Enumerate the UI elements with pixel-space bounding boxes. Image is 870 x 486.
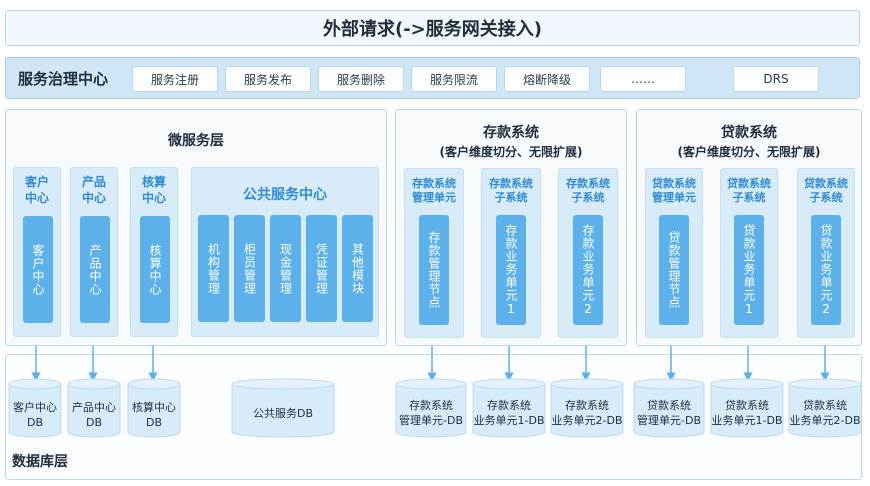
- gov-item-ratelimit: 服务限流: [411, 66, 497, 92]
- loan-sub1-label: 贷款业务单元1: [742, 223, 756, 317]
- module-cash-label: 现金管理: [278, 242, 293, 295]
- db-deposit-sub1: 存款系统业务单元1-DB: [472, 378, 546, 438]
- db-deposit-sub2-line2: 业务单元2-DB: [551, 414, 623, 427]
- db-deposit-sub2-line1: 存款系统: [565, 399, 609, 412]
- db-customer-center: 客户中心 DB: [8, 378, 62, 438]
- deposit-sub2-bar: 存款业务单元2: [573, 215, 603, 325]
- product-center-bar: 产品中心: [80, 216, 110, 323]
- loan-sub1-column: 贷款系统 子系统 贷款业务单元1: [720, 168, 778, 338]
- microservice-title: 微服务层: [168, 133, 224, 149]
- module-other-label: 其他模块: [350, 242, 365, 295]
- db-accounting-line1: 核算中心: [132, 401, 176, 414]
- db-public-service: 公共服务DB: [231, 378, 335, 438]
- product-center-title: 产品 中心: [81, 175, 106, 205]
- customer-center-column: 客户 中心 客户中心: [13, 167, 61, 337]
- db-loan-mgmt: 贷款系统管理单元-DB: [633, 378, 705, 438]
- db-customer-line2: DB: [26, 416, 44, 429]
- gov-item-publish: 服务发布: [225, 66, 311, 92]
- db-product-line2: DB: [85, 416, 103, 429]
- db-loan-sub1: 贷款系统业务单元1-DB: [710, 378, 784, 438]
- gov-item-drs: DRS: [733, 66, 819, 92]
- db-deposit-sub1-line2: 业务单元1-DB: [473, 414, 545, 427]
- db-accounting-line2: DB: [145, 416, 163, 429]
- deposit-system-panel: 存款系统 (客户维度切分、无限扩展) 存款系统 管理单元 存款管理节点 存款系统…: [395, 109, 627, 346]
- gov-item-register: 服务注册: [132, 66, 218, 92]
- module-teller-label: 柜员管理: [242, 242, 257, 295]
- db-loan-sub2: 贷款系统业务单元2-DB: [788, 378, 862, 438]
- db-product-line1: 产品中心: [72, 401, 116, 414]
- loan-mgmt-column: 贷款系统 管理单元 贷款管理节点: [645, 168, 703, 338]
- module-org-management: 机构管理: [198, 215, 229, 322]
- db-loan-sub2-line1: 贷款系统: [803, 399, 847, 412]
- public-service-center: 公共服务中心 机构管理 柜员管理 现金管理 凭证管理 其他模块: [191, 167, 379, 337]
- product-center-label: 产品中心: [88, 243, 102, 296]
- module-voucher-label: 凭证管理: [314, 242, 329, 295]
- db-accounting-center: 核算中心 DB: [127, 378, 181, 438]
- deposit-sub1-column: 存款系统 子系统 存款业务单元1: [481, 168, 541, 338]
- db-loan-mgmt-line2: 管理单元-DB: [637, 414, 701, 427]
- deposit-title: 存款系统: [483, 125, 539, 141]
- accounting-center-column: 核算 中心 核算中心: [130, 167, 178, 337]
- product-center-column: 产品 中心 产品中心: [70, 167, 118, 337]
- loan-mgmt-label: 贷款管理节点: [667, 231, 681, 309]
- db-deposit-mgmt-line2: 管理单元-DB: [399, 414, 463, 427]
- module-other: 其他模块: [342, 215, 373, 322]
- deposit-mgmt-title: 存款系统 管理单元: [412, 177, 456, 204]
- db-customer-line1: 客户中心: [13, 401, 57, 414]
- customer-center-bar: 客户中心: [23, 216, 53, 323]
- database-layer-title: 数据库层: [12, 454, 68, 470]
- deposit-mgmt-column: 存款系统 管理单元 存款管理节点: [404, 168, 464, 338]
- gov-item-circuit-breaker: 熔断降级: [504, 66, 590, 92]
- loan-system-panel: 贷款系统 (客户维度切分、无限扩展) 贷款系统 管理单元 贷款管理节点 贷款系统…: [636, 109, 862, 346]
- request-banner: 外部请求(->服务网关接入): [5, 10, 860, 46]
- loan-subtitle: (客户维度切分、无限扩展): [677, 145, 821, 159]
- db-loan-sub2-line2: 业务单元2-DB: [789, 414, 861, 427]
- loan-sub2-bar: 贷款业务单元2: [811, 215, 841, 325]
- db-deposit-sub2: 存款系统业务单元2-DB: [550, 378, 624, 438]
- db-loan-mgmt-line1: 贷款系统: [647, 399, 691, 412]
- db-loan-sub1-line2: 业务单元1-DB: [711, 414, 783, 427]
- loan-sub2-column: 贷款系统 子系统 贷款业务单元2: [797, 168, 855, 338]
- db-loan-sub1-line1: 贷款系统: [725, 399, 769, 412]
- accounting-center-title: 核算 中心: [141, 175, 166, 205]
- public-service-title: 公共服务中心: [243, 187, 327, 203]
- accounting-center-bar: 核算中心: [140, 216, 170, 323]
- accounting-center-label: 核算中心: [148, 243, 162, 296]
- loan-sub1-title: 贷款系统 子系统: [727, 177, 771, 204]
- db-deposit-sub1-line1: 存款系统: [487, 399, 531, 412]
- deposit-sub2-label: 存款业务单元2: [581, 223, 595, 317]
- loan-mgmt-title: 贷款系统 管理单元: [652, 177, 696, 204]
- db-public-line1: 公共服务DB: [252, 407, 314, 420]
- db-product-center: 产品中心 DB: [67, 378, 121, 438]
- customer-center-label: 客户中心: [31, 243, 45, 296]
- db-deposit-mgmt: 存款系统管理单元-DB: [395, 378, 467, 438]
- loan-sub2-label: 贷款业务单元2: [819, 223, 833, 317]
- module-teller-management: 柜员管理: [234, 215, 265, 322]
- module-cash-management: 现金管理: [270, 215, 301, 322]
- microservice-panel: 微服务层 客户 中心 客户中心 产品 中心 产品中心 核算 中心 核算中心 公共…: [5, 109, 387, 346]
- deposit-subtitle: (客户维度切分、无限扩展): [439, 145, 583, 159]
- deposit-sub2-column: 存款系统 子系统 存款业务单元2: [558, 168, 618, 338]
- loan-title: 贷款系统: [721, 125, 777, 141]
- governance-title: 服务治理中心: [18, 69, 109, 88]
- gov-item-delete: 服务删除: [318, 66, 404, 92]
- module-org-label: 机构管理: [206, 242, 221, 295]
- deposit-mgmt-label: 存款管理节点: [427, 231, 441, 309]
- db-deposit-mgmt-line1: 存款系统: [409, 399, 453, 412]
- gov-item-more: ……: [600, 66, 686, 92]
- deposit-sub1-title: 存款系统 子系统: [489, 177, 533, 204]
- loan-sub2-title: 贷款系统 子系统: [804, 177, 848, 204]
- loan-sub1-bar: 贷款业务单元1: [734, 215, 764, 325]
- module-voucher-management: 凭证管理: [306, 215, 337, 322]
- deposit-sub1-bar: 存款业务单元1: [496, 215, 526, 325]
- deposit-sub2-title: 存款系统 子系统: [566, 177, 610, 204]
- governance-bar: 服务治理中心 服务注册 服务发布 服务删除 服务限流 熔断降级 …… DRS: [5, 57, 860, 99]
- deposit-sub1-label: 存款业务单元1: [504, 223, 518, 317]
- deposit-mgmt-bar: 存款管理节点: [419, 215, 449, 325]
- customer-center-title: 客户 中心: [24, 175, 49, 205]
- loan-mgmt-bar: 贷款管理节点: [659, 215, 689, 325]
